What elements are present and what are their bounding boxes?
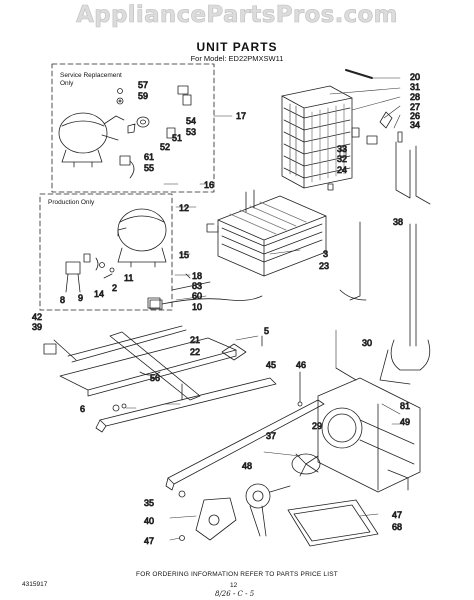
part-callouts: 20 31 28 27 26 34 57 59 54 53 51 52 61 5… [32,72,421,547]
motor-bracket [178,490,237,541]
callout-37: 37 [266,431,276,441]
tube-part [345,69,373,79]
model-number: For Model: ED22PMXSW11 [190,54,284,63]
callout-35: 35 [144,498,154,508]
page-title: UNIT PARTS [196,40,278,54]
small-clips [327,127,378,191]
callout-27: 27 [410,102,420,112]
callout-31: 31 [410,82,420,92]
callout-56: 56 [150,373,160,383]
callout-40: 40 [144,516,154,526]
callout-57: 57 [138,80,148,90]
callout-21: 21 [190,335,200,345]
base-frame [43,325,277,433]
watermark: AppliancePartsPros.com [76,2,398,29]
callout-48: 48 [242,461,252,471]
callout-30: 30 [362,338,372,348]
callout-3: 3 [323,249,328,259]
callout-55: 55 [144,163,154,173]
callout-17: 17 [236,111,246,121]
callout-9: 9 [78,293,83,303]
callout-12: 12 [179,203,189,213]
callout-33: 33 [337,144,347,154]
callout-20: 20 [410,72,420,82]
mounting-rail [167,399,325,485]
callout-38: 38 [393,217,403,227]
fan-shroud [317,377,421,493]
callout-60: 60 [192,291,202,301]
callout-2: 2 [112,283,117,293]
handwritten-note: 8/26 - C - 5 [215,590,255,598]
production-box-label: Production Only [48,199,95,206]
callout-16: 16 [204,180,214,190]
callout-51: 51 [172,133,182,143]
production-compressor [117,208,167,268]
callout-18: 18 [192,271,202,281]
callout-23: 23 [319,261,329,271]
callout-81: 81 [400,401,410,411]
callout-54: 54 [186,116,196,126]
document-code: 4315917 [22,581,48,588]
overload-part [149,299,163,310]
page-number: 12 [230,582,238,589]
relay-part [206,223,219,233]
callout-24: 24 [337,165,347,175]
fan-motor [245,483,291,537]
callout-34: 34 [410,120,420,130]
callout-59: 59 [138,91,148,101]
callout-11: 11 [124,273,133,283]
service-compressor [58,112,125,168]
callout-47-right: 47 [392,510,402,520]
callout-52: 52 [160,142,170,152]
production-only-box [39,193,173,311]
callout-15: 15 [179,250,189,260]
condenser-coil [217,189,327,277]
callout-10: 10 [192,302,202,312]
callout-46: 46 [296,360,306,370]
callout-32: 32 [337,154,347,164]
callout-8: 8 [60,295,65,305]
leader-lines [125,77,403,541]
small-hardware [112,297,303,412]
service-box-label: Service Replacement Only [60,72,122,87]
callout-83: 83 [192,281,202,291]
drain-pan [287,499,379,547]
callout-14: 14 [94,289,104,299]
service-small-parts [116,85,192,179]
callout-26: 26 [410,111,420,121]
callout-42: 42 [32,312,42,322]
fan-blade [291,453,321,477]
callout-5: 5 [264,326,269,336]
evaporator-coil [281,85,353,189]
service-replacement-box [51,63,215,193]
callout-39: 39 [32,322,42,332]
callout-22: 22 [190,347,200,357]
callout-6: 6 [80,404,85,414]
callout-29: 29 [312,421,322,431]
callout-28: 28 [410,92,420,102]
callout-45: 45 [266,360,276,370]
callout-47-left: 47 [144,536,154,546]
callout-61: 61 [144,152,154,162]
production-small-parts [65,253,115,293]
callout-49: 49 [400,417,410,427]
right-tubes [335,111,431,385]
callout-68: 68 [392,522,402,532]
ordering-info: FOR ORDERING INFORMATION REFER TO PARTS … [136,571,338,578]
callout-53: 53 [186,127,196,137]
